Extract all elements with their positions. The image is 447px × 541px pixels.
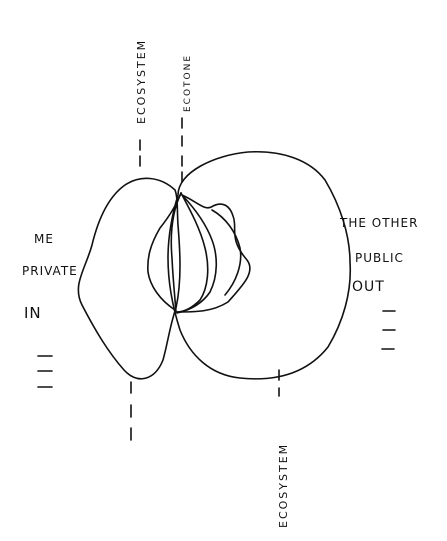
left-blob [78, 178, 180, 378]
label-the-other: THE OTHER [339, 216, 418, 230]
label-public: PUBLIC [355, 251, 404, 265]
in-dashes [38, 356, 52, 387]
overlap-curve-5 [177, 196, 216, 313]
out-dashes [382, 311, 395, 349]
label-ecosystem-bottom: ECOSYSTEM [277, 443, 290, 528]
right-blob [168, 152, 350, 379]
label-ecosystem-top: ECOSYSTEM [135, 39, 148, 124]
label-me: ME [34, 232, 54, 246]
overlap-curve-6 [212, 210, 241, 295]
label-out: OUT [352, 279, 385, 295]
label-ecotone: ECOTONE [183, 54, 193, 112]
overlap-curve-3 [177, 193, 208, 312]
overlap-curve-2 [148, 193, 181, 310]
label-in: IN [24, 304, 42, 322]
overlap-curve-1 [176, 195, 250, 312]
label-private: PRIVATE [22, 264, 78, 278]
